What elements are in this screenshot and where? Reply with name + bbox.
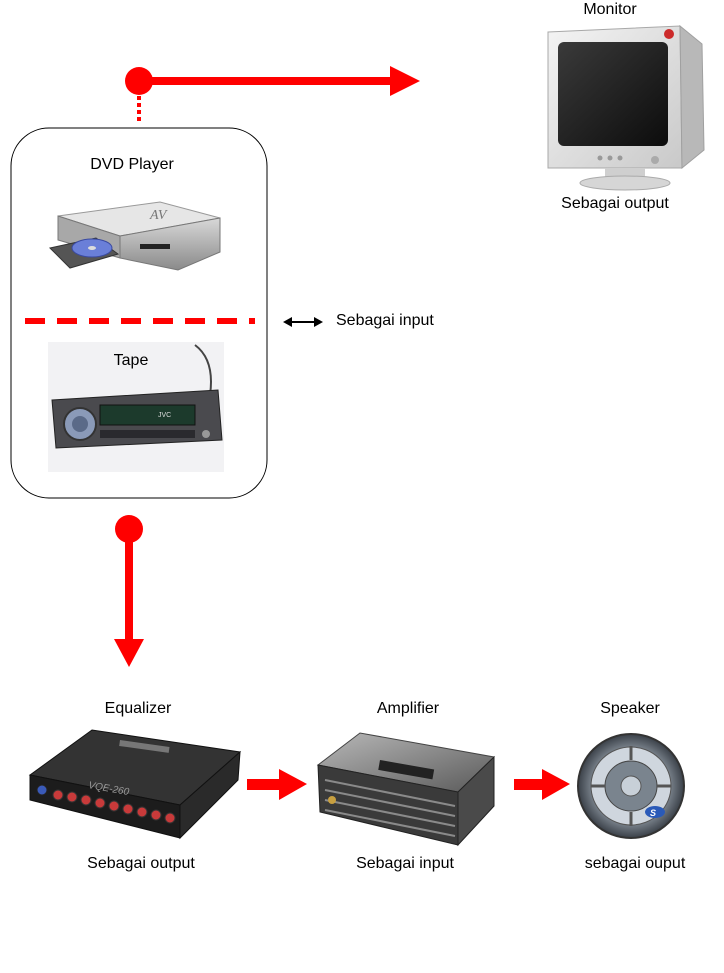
arrow-to-amplifier: [247, 769, 307, 800]
speaker-label: Speaker: [600, 700, 660, 717]
amplifier-image: [316, 732, 496, 847]
speaker-role-label: sebagai ouput: [584, 855, 686, 872]
dvd-logo: AV: [149, 208, 168, 223]
arrow-to-equalizer: [114, 515, 144, 667]
equalizer-image: VQE-260: [28, 729, 242, 840]
dvd-player-image: AV: [48, 201, 221, 271]
equalizer-role-label: Sebagai output: [87, 855, 195, 872]
monitor-label: Monitor: [583, 1, 637, 18]
amplifier-label: Amplifier: [376, 700, 440, 717]
arrow-to-monitor: [125, 66, 420, 124]
equalizer-label: Equalizer: [104, 700, 172, 717]
tape-brand: JVC: [158, 412, 171, 419]
arrow-to-speaker: [514, 769, 570, 800]
source-role-label: Sebagai input: [336, 312, 434, 329]
tape-label: Tape: [113, 352, 149, 369]
speaker-image: S: [577, 733, 685, 839]
amplifier-role-label: Sebagai input: [356, 855, 454, 872]
speaker-logo: S: [650, 808, 656, 818]
tape-image: JVC: [48, 342, 224, 472]
monitor-image: [547, 24, 705, 191]
double-arrow: [283, 317, 323, 327]
monitor-role-label: Sebagai output: [561, 195, 669, 212]
source-group-box: [10, 127, 268, 499]
dvd-player-label: DVD Player: [90, 156, 174, 173]
